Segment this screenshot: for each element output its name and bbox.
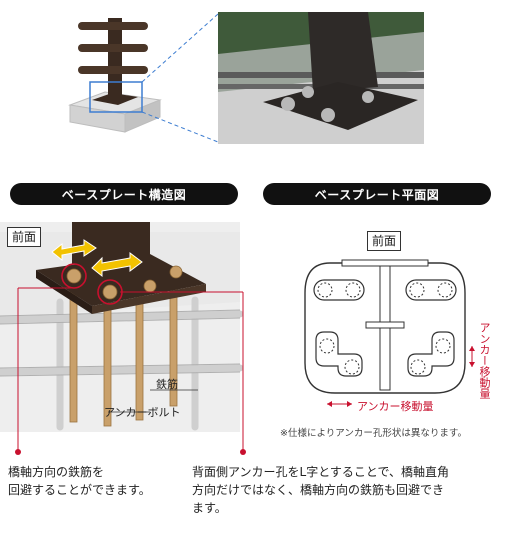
structure-title: ベースプレート構造図 <box>10 183 238 205</box>
left-caption: 橋軸方向の鉄筋を 回避することができます。 <box>8 463 151 499</box>
front-label-right: 前面 <box>367 231 402 251</box>
anchor-bolt-label: アンカーボルト <box>104 406 181 419</box>
right-caption-line-1: 背面側アンカー孔をL字とすることで、橋軸直角 <box>192 465 450 479</box>
anchor-move-horizontal-label: アンカー移動量 <box>357 400 434 413</box>
rebar-label: 鉄筋 <box>156 378 178 391</box>
front-label-left: 前面 <box>7 227 42 247</box>
base-plate-photo <box>218 12 424 144</box>
left-caption-line-2: 回避することができます。 <box>8 483 151 497</box>
spec-note: ※仕様によりアンカー孔形状は異なります。 <box>280 428 467 439</box>
right-caption-line-3: ます。 <box>192 501 227 515</box>
right-caption-line-2: 方向だけではなく、橋軸方向の鉄筋も回避でき <box>192 483 445 497</box>
right-caption: 背面側アンカー孔をL字とすることで、橋軸直角 方向だけではなく、橋軸方向の鉄筋も… <box>192 463 502 517</box>
structure-diagram <box>0 222 244 432</box>
zoom-leader-lines <box>141 13 219 143</box>
plan-diagram <box>304 259 475 407</box>
plan-title: ベースプレート平面図 <box>263 183 491 205</box>
left-caption-line-1: 橋軸方向の鉄筋を <box>8 465 105 479</box>
post-illustration <box>68 18 162 133</box>
anchor-move-vertical-label: アンカー移動量 <box>478 322 491 399</box>
